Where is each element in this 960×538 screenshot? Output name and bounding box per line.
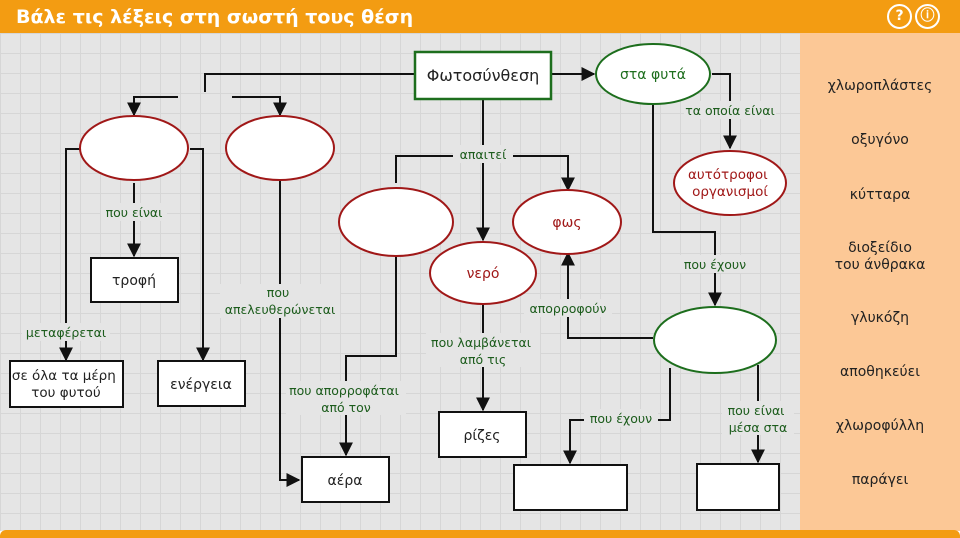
connector-line bbox=[712, 73, 737, 150]
link-label: απαιτεί bbox=[460, 147, 508, 162]
link-label: που είναι bbox=[106, 205, 163, 220]
link-label: τα οποία είναι bbox=[685, 103, 774, 118]
box-label: αέρα bbox=[328, 473, 363, 489]
oval-light bbox=[512, 189, 622, 255]
oval-in-plants bbox=[595, 43, 711, 105]
link-labels: τα οποία είναι απαιτεί που είναι που έχο… bbox=[22, 101, 794, 435]
drop-target-box[interactable] bbox=[513, 464, 628, 511]
link-label: που έχουν bbox=[590, 411, 652, 426]
oval-label: στα φυτά bbox=[620, 67, 686, 83]
oval-water bbox=[429, 241, 537, 305]
box-label: ρίζες bbox=[463, 428, 500, 444]
central-concept: Φωτοσύνθεση bbox=[413, 50, 553, 101]
help-icon[interactable]: ? bbox=[887, 4, 912, 29]
link-label: μεταφέρεται bbox=[26, 325, 106, 340]
connector-line bbox=[127, 96, 178, 117]
link-label: που απελευθερώνεται bbox=[225, 285, 335, 317]
concept-map-board: τα οποία είναι απαιτεί που είναι που έχο… bbox=[0, 33, 800, 531]
word-tile[interactable]: παράγει bbox=[851, 472, 909, 488]
box-label: ενέργεια bbox=[170, 377, 232, 393]
link-label: απορροφούν bbox=[529, 301, 606, 316]
connector-line bbox=[204, 73, 415, 92]
box-food bbox=[90, 257, 179, 303]
box-all-parts bbox=[9, 360, 124, 408]
connector-line bbox=[59, 148, 80, 362]
connector-line bbox=[561, 251, 653, 339]
word-tile[interactable]: χλωροφύλλη bbox=[835, 418, 925, 434]
drop-target-oval[interactable] bbox=[653, 306, 777, 374]
link-label: που έχουν bbox=[684, 257, 746, 272]
word-tile[interactable]: κύτταρα bbox=[849, 187, 911, 203]
box-label: σε όλα τα μέρη του φυτού bbox=[12, 368, 120, 401]
box-label: τροφή bbox=[112, 273, 156, 289]
oval-autotrophs bbox=[673, 150, 787, 216]
connector-line bbox=[339, 255, 397, 457]
link-label: που απορροφάται από τον bbox=[289, 383, 403, 415]
drop-target-oval[interactable] bbox=[338, 187, 454, 257]
page-title: Βάλε τις λέξεις στη σωστή τους θέση bbox=[16, 6, 414, 28]
oval-label: νερό bbox=[467, 266, 500, 282]
connector-line bbox=[190, 148, 210, 362]
link-label: που είναι μέσα στα bbox=[728, 403, 789, 435]
info-icon[interactable]: ⓘ bbox=[915, 4, 940, 29]
title-bar: Βάλε τις λέξεις στη σωστή τους θέση ? ⓘ bbox=[0, 0, 960, 33]
word-tile[interactable]: χλωροπλάστες bbox=[827, 78, 933, 94]
word-tile[interactable]: οξυγόνο bbox=[851, 132, 909, 148]
central-concept-label: Φωτοσύνθεση bbox=[427, 66, 539, 85]
drop-target-oval[interactable] bbox=[79, 115, 189, 181]
concept-map: τα οποία είναι απαιτεί που είναι που έχο… bbox=[9, 43, 794, 511]
oval-label: αυτότροφοι οργανισμοί bbox=[688, 167, 772, 200]
word-tile[interactable]: αποθηκεύει bbox=[840, 364, 920, 380]
box-air bbox=[301, 456, 390, 503]
connector-line bbox=[279, 180, 301, 487]
footer-bar bbox=[0, 530, 960, 538]
box-roots bbox=[438, 411, 527, 458]
box-energy bbox=[157, 360, 246, 407]
drop-target-box[interactable] bbox=[696, 463, 780, 511]
link-label: που λαμβάνεται από τις bbox=[431, 335, 535, 367]
connector-line bbox=[232, 96, 287, 117]
drop-target-oval[interactable] bbox=[225, 115, 335, 181]
word-tile[interactable]: γλυκόζη bbox=[851, 310, 909, 326]
oval-label: φως bbox=[552, 215, 581, 231]
